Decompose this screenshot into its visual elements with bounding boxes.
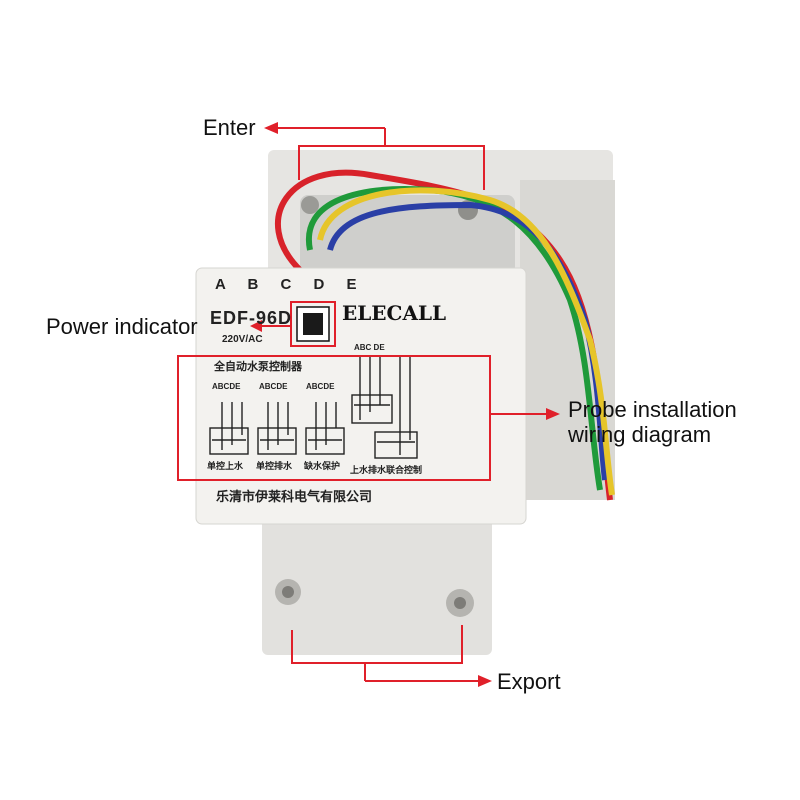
probe-label-line2: wiring diagram [568,422,712,447]
power-led [303,313,323,335]
export-arrow [478,675,492,687]
export-label: Export [497,669,561,694]
power-arrow [250,320,262,332]
brand-logo: ELECALL [342,301,447,325]
voltage-rating: 220V/AC [222,334,263,345]
probe-label-line1: Probe installation [568,397,737,422]
mode-4-letters: ABC DE [354,343,385,352]
enter-arrow [264,122,278,134]
enter-label: Enter [203,115,256,140]
probe-arrow [546,408,560,420]
probe-diagram-frame [177,355,491,481]
mode-2-label: 单控排水 [256,461,293,471]
callout-arrowheads [250,122,560,687]
mode-4-label: 上水排水联合控制 [350,465,423,475]
callout-lines [177,127,548,682]
export-bracket [291,625,463,664]
product-name: 全自动水泵控制器 [214,361,302,373]
power-indicator-label: Power indicator [46,314,198,339]
yellow-wire [317,187,615,496]
model-number: EDF-96D [210,308,293,328]
enter-bracket [298,145,485,190]
wiring-diagram-graphics [209,355,418,459]
mode-3-label: 缺水保护 [304,461,341,471]
front-panel [195,267,527,525]
company-name: 乐清市伊莱科电气有限公司 [216,489,373,504]
terminal-letters: A B C D E [215,276,366,293]
mode-1-letters: ABCDE [212,382,241,391]
bottom-housing [262,505,492,655]
mode-2-letters: ABCDE [259,382,288,391]
top-screw-left [301,196,319,214]
mode-1-label: 单控上水 [207,461,244,471]
mode-3-letters: ABCDE [306,382,335,391]
power-indicator-frame [290,301,336,347]
